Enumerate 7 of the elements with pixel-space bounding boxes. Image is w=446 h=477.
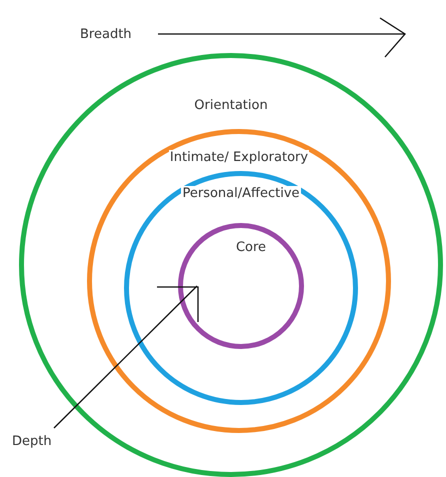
- ring-label: Personal/Affective: [181, 186, 301, 201]
- axis-label: Depth: [12, 434, 52, 449]
- ring-label: Intimate/ Exploratory: [168, 150, 310, 165]
- axis-label: Breadth: [80, 27, 132, 42]
- inner-ring: [178, 223, 304, 349]
- ring: [124, 171, 358, 405]
- ring: [87, 129, 391, 433]
